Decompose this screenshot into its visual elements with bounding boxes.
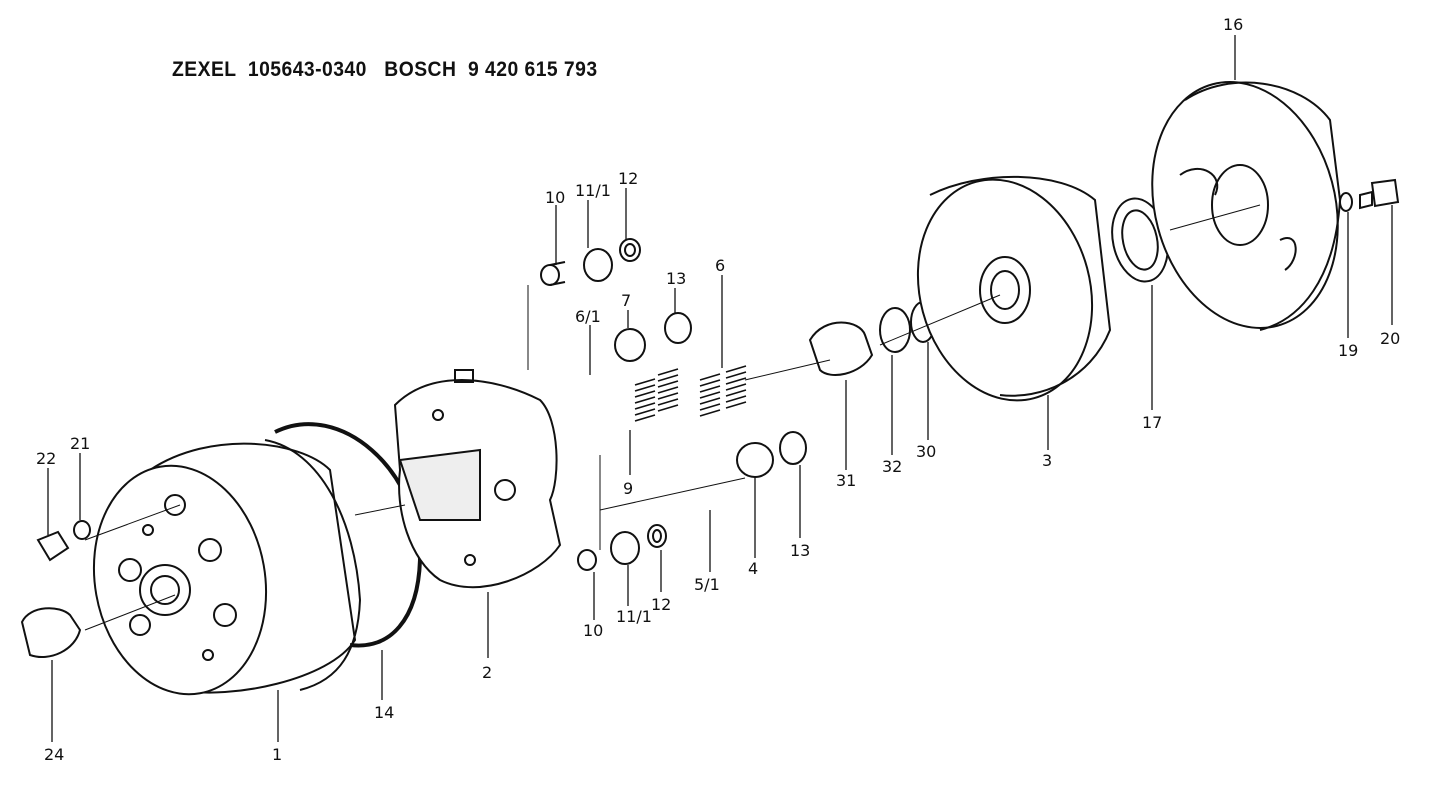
- label-10-bottom: 10: [583, 621, 603, 640]
- label-9: 9: [623, 479, 633, 498]
- label-30: 30: [916, 442, 936, 461]
- part-24-plug: [20, 607, 82, 658]
- parts-10-11-12-bottom: [577, 524, 667, 571]
- part-19-washer: [1339, 192, 1353, 212]
- parts-10-11-12-top: [540, 238, 641, 286]
- label-3: 3: [1042, 451, 1052, 470]
- label-16: 16: [1223, 15, 1243, 34]
- part-16-cover: [1151, 81, 1342, 331]
- springs-6: [699, 365, 747, 417]
- label-11-1-bottom: 11/1: [616, 607, 652, 626]
- part-4: [736, 442, 774, 478]
- assembly-axis-lines: [84, 204, 1261, 631]
- part-32-ring: [879, 307, 911, 353]
- label-22: 22: [36, 449, 56, 468]
- label-17: 17: [1142, 413, 1162, 432]
- part-1-housing: [92, 439, 362, 696]
- label-13-top: 13: [666, 269, 686, 288]
- label-5-1: 5/1: [694, 575, 720, 594]
- label-2: 2: [482, 663, 492, 682]
- part-7: [614, 328, 646, 362]
- label-4: 4: [748, 559, 758, 578]
- label-32: 32: [882, 457, 902, 476]
- label-20: 20: [1380, 329, 1400, 348]
- label-6: 6: [715, 256, 725, 275]
- springs-9: [634, 368, 679, 422]
- label-21: 21: [70, 434, 90, 453]
- label-13-bottom: 13: [790, 541, 810, 560]
- label-6-1: 6/1: [575, 307, 601, 326]
- label-24: 24: [44, 745, 64, 764]
- label-10-top: 10: [545, 188, 565, 207]
- label-19: 19: [1338, 341, 1358, 360]
- part-13-top: [664, 312, 692, 344]
- part-21: [73, 520, 91, 540]
- part-2-hub: [393, 369, 562, 589]
- label-12-bottom: 12: [651, 595, 671, 614]
- diagram-title: ZEXEL 105643-0340 BOSCH 9 420 615 793: [172, 58, 598, 81]
- label-31: 31: [836, 471, 856, 490]
- label-12-top: 12: [618, 169, 638, 188]
- leader-lines: [47, 35, 1393, 742]
- part-20-screw: [1359, 178, 1400, 210]
- label-14: 14: [374, 703, 394, 722]
- part-3-cam-disc: [916, 175, 1112, 402]
- label-11-1-top: 11/1: [575, 181, 611, 200]
- label-1: 1: [272, 745, 282, 764]
- part-13-bottom: [779, 431, 807, 465]
- label-7: 7: [621, 291, 631, 310]
- part-22: [36, 530, 70, 562]
- part-31: [808, 321, 874, 376]
- part-labels: 16 10 11/1 12 13 7 6/1 6 22 21 9 24 1 14…: [36, 15, 1400, 764]
